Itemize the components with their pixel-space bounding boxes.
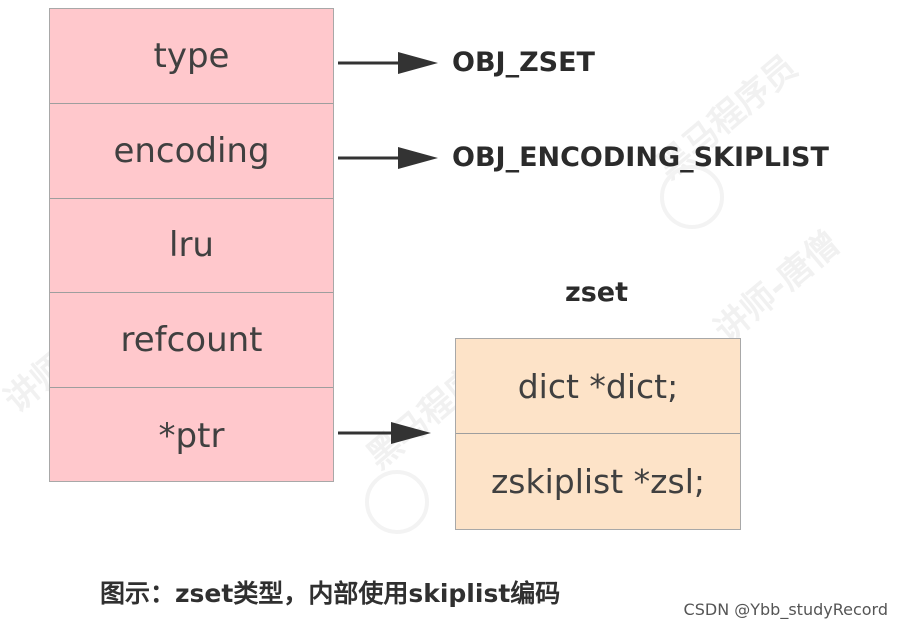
type-value-label: OBJ_ZSET <box>452 47 595 78</box>
encoding-value-label: OBJ_ENCODING_SKIPLIST <box>452 142 829 173</box>
watermark-logo-icon <box>365 470 429 534</box>
watermark-logo-icon <box>660 165 724 229</box>
arrow-type <box>338 52 438 74</box>
field-dict: dict *dict; <box>456 339 740 434</box>
zset-title: zset <box>565 277 629 308</box>
field-ptr: *ptr <box>158 415 225 456</box>
arrow-encoding <box>338 147 438 169</box>
field-refcount: refcount <box>50 293 333 389</box>
arrow-ptr <box>338 422 431 444</box>
field-encoding: encoding <box>50 104 333 199</box>
figure-caption: 图示：zset类型，内部使用skiplist编码 <box>100 579 561 608</box>
field-type: type <box>50 9 333 104</box>
zset-struct: dict *dict; zskiplist *zsl; <box>455 338 741 530</box>
redis-object-struct: type encoding lru refcount *ptr <box>49 8 334 482</box>
field-zsl: zskiplist *zsl; <box>490 462 705 501</box>
credit-watermark: CSDN @Ybb_studyRecord <box>683 600 888 619</box>
field-lru: lru <box>50 199 333 294</box>
